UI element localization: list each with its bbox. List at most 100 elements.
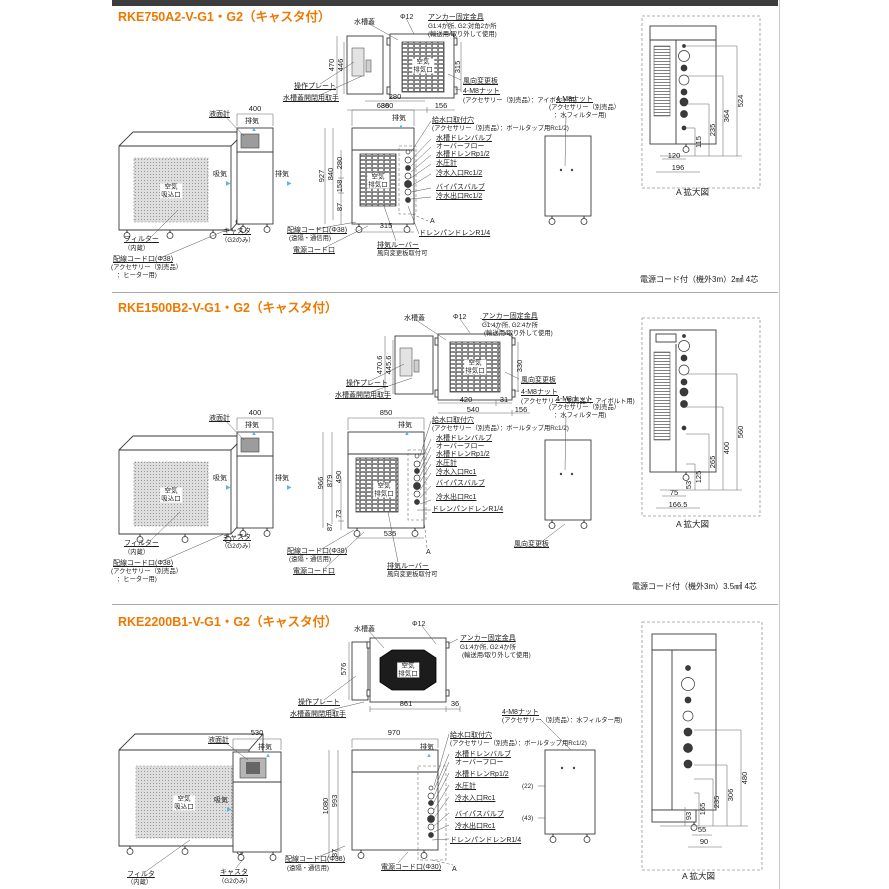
level-gauge-label: 液面計 (209, 415, 230, 422)
dim-156: 156 (434, 101, 448, 110)
rke2200b1-front-view (317, 733, 454, 866)
filter-note: （内蔵） (124, 245, 150, 252)
rke750a2-enlarged-view-a (641, 15, 761, 189)
anchor-note2: (輸送用/取り外して使用) (462, 652, 531, 659)
power-cord-port-label: 電源コード口 (293, 568, 335, 575)
dim-280-side: 280 (335, 156, 344, 170)
dim-420: 420 (459, 395, 473, 404)
wind-plate-rear-label: 風向変更板 (514, 541, 549, 548)
operation-plate-label: 操作プレート (298, 699, 340, 706)
section-title-rke2200b1: RKE2200B1-V-G1・G2（キャスタ付） (118, 615, 338, 629)
lid-handle-label: 水槽蓋開閉用取手 (290, 711, 346, 718)
wind-plate-label: 風向変更板 (463, 78, 498, 85)
wiring-port-heater-note2: ：ヒーター用) (117, 272, 157, 279)
anchor-bracket-label: アンカー固定金具 (428, 14, 484, 21)
dim-490: 490 (334, 470, 343, 484)
wiring-port-heater-note1: (アクセサリー（別売品） (111, 568, 183, 575)
water-inlet-hole-label: 給水口取付穴 (432, 417, 474, 424)
dim-970: 970 (387, 728, 401, 737)
air-exhaust-tag: 空気 排気口 (373, 482, 395, 498)
dim-446: 446 (336, 58, 345, 72)
m8-nut-filter-label: 4-M8ナット (502, 709, 539, 716)
dim-43: (43) (522, 815, 534, 822)
lid-handle-label: 水槽蓋開閉用取手 (283, 95, 339, 102)
dim-927: 927 (317, 169, 326, 183)
m8-nut-filter-label: 4-M8ナット (556, 96, 593, 103)
air-intake-tag: 空気 吸込口 (160, 183, 182, 199)
tank-lid-label: 水槽蓋 (354, 19, 375, 26)
dim-445-6: 445.6 (384, 355, 393, 375)
air-exhaust-tag: 空気 排気口 (412, 58, 434, 74)
air-exhaust-tag: 空気 排気口 (464, 359, 486, 375)
air-intake-tag: 空気 吸込口 (160, 487, 182, 503)
air-exhaust-tag: 空気 排気口 (367, 173, 389, 189)
m8-nut-filter-label: 4-M8ナット (556, 396, 593, 403)
cold-water-in-label: 冷水入口Rc1/2 (436, 170, 483, 177)
dim-560: 560 (736, 425, 745, 439)
dim-87: 87 (335, 202, 344, 212)
filter-note: （内蔵） (124, 549, 150, 556)
dim-315-top: 315 (453, 60, 462, 74)
exhaust-label-side-top: 排気 (258, 744, 272, 751)
dim-53: 53 (684, 480, 693, 490)
dim-31: 31 (499, 395, 509, 404)
dim-265: 265 (708, 455, 717, 469)
cold-water-out-label: 冷水出口Rc1 (455, 823, 496, 830)
air-exhaust-tag: 空気 排気口 (397, 662, 419, 678)
caster-label: キャスタ (220, 869, 248, 876)
dim-280-top: 280 (388, 92, 402, 101)
dim-36: 36 (450, 699, 460, 708)
tank-lid-label: 水槽蓋 (404, 315, 425, 322)
filter-note: （内蔵） (127, 879, 153, 886)
filter-label: フィルタ (127, 871, 155, 878)
dim-166-5: 166.5 (668, 500, 688, 509)
dim-861: 861 (399, 699, 413, 708)
exhaust-label-side-right: 排気 (275, 475, 289, 482)
dim-120: 120 (667, 151, 681, 160)
caster-note: （G2のみ） (218, 878, 252, 885)
dim-470: 470 (327, 58, 336, 72)
dim-196: 196 (671, 163, 685, 172)
dim-470-6: 470.6 (375, 355, 384, 375)
m8-nut-label: 4-M8ナット (521, 389, 558, 396)
power-cord-port-label: 電源コード口 (293, 247, 335, 254)
exhaust-louver-label: 排気ルーバー (377, 242, 419, 249)
operation-plate-label: 操作プレート (346, 380, 388, 387)
caster-note: （G2のみ） (221, 543, 255, 550)
bypass-valve-label: バイパスバルブ (436, 184, 485, 191)
intake-label: 吸気 (213, 475, 227, 482)
dim-22: (22) (522, 783, 534, 790)
wiring-port-remote-label: 配線コード口(Φ38) (287, 227, 348, 234)
rke1500b2-front-view (319, 417, 432, 570)
dim-524: 524 (736, 94, 745, 108)
dim-156: 156 (514, 405, 528, 414)
dim-330: 330 (515, 359, 524, 373)
m8-nut-note: (アクセサリー（別売品）：アイボルト用) (521, 398, 635, 405)
section-divider (112, 604, 778, 605)
bypass-valve-label: バイパスバルブ (436, 480, 485, 487)
exhaust-label-front-top: 排気 (398, 422, 412, 429)
m8-nut-filter-note: (アクセサリー（別売品）：水フィルター用) (502, 717, 623, 724)
m8-nut-filter-note2: ：水フィルター用) (554, 412, 607, 419)
anchor-note2: (輸送用/取り外して使用) (428, 31, 497, 38)
intake-label: 吸気 (214, 797, 228, 804)
exhaust-louver-note: 風向変更板取付可 (377, 250, 428, 257)
air-arrow-icon: ▲ (251, 127, 257, 133)
dim-400: 400 (248, 104, 262, 113)
cold-water-out-label: 冷水出口Rc1 (436, 494, 477, 501)
m8-nut-filter-note1: (アクセサリー（別売品） (549, 104, 621, 111)
tank-drain-label: 水槽ドレンRp1/2 (455, 771, 509, 778)
page-right-border (779, 0, 780, 889)
dim-115: 115 (694, 136, 703, 148)
overflow-label: オーバーフロー (436, 143, 485, 150)
drain-pan-label: ドレンパンドレンR1/4 (432, 506, 504, 513)
air-arrow-icon: ▶ (226, 181, 231, 187)
tank-drain-valve-label: 水槽ドレンバルブ (436, 135, 492, 142)
wiring-port-remote-note: (遠隔・通信用) (289, 235, 331, 242)
filter-label: フィルター (124, 236, 159, 243)
overflow-label: オーバーフロー (455, 759, 504, 766)
section-title-rke1500b2: RKE1500B2-V-G1・G2（キャスタ付） (118, 301, 338, 315)
rke2200b1-side-view (221, 738, 282, 869)
air-arrow-icon: ▶ (227, 807, 232, 813)
